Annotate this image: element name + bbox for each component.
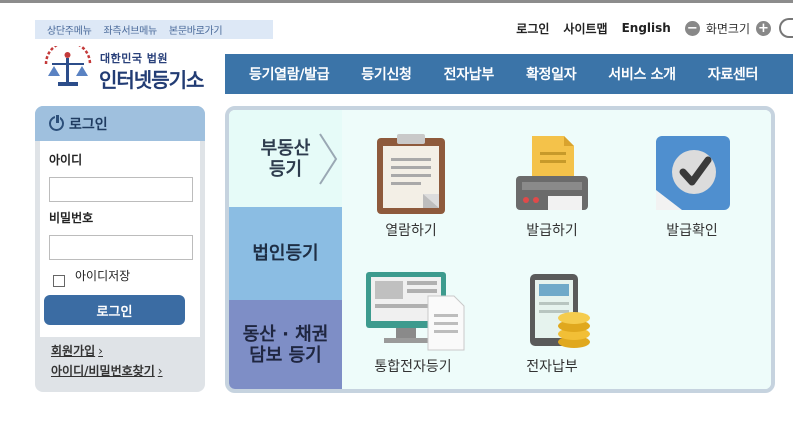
join-link[interactable]: 회원가입› (51, 342, 103, 359)
verify-check-icon (656, 136, 730, 210)
service-panel: 부동산 등기 법인등기 동산 · 채권 담보 등기 열람 (225, 106, 775, 393)
nav-item-service-intro[interactable]: 서비스 소개 (608, 67, 676, 83)
zoom-in-button[interactable]: + (756, 20, 771, 36)
password-input[interactable] (49, 235, 193, 260)
tablet-coins-icon (530, 274, 590, 348)
id-label: 아이디 (49, 153, 83, 167)
settings-icon[interactable] (779, 18, 793, 38)
logo-title: 인터넷등기소 (99, 68, 204, 92)
skip-link-left-menu[interactable]: 좌측서브메뉴 (103, 26, 158, 37)
zoom-label: 화면크기 (705, 21, 750, 36)
service-issue-label: 발급하기 (526, 223, 578, 239)
service-view[interactable]: 열람하기 (356, 132, 466, 240)
top-border (0, 0, 793, 3)
service-verify-label: 발급확인 (666, 223, 718, 239)
printer-icon (516, 136, 588, 210)
main-navigation: 등기열람/발급 등기신청 전자납부 확정일자 서비스 소개 자료센터 (225, 54, 793, 94)
service-panel-content: 부동산 등기 법인등기 동산 · 채권 담보 등기 열람 (229, 110, 771, 389)
tab-real-estate-label: 부동산 등기 (260, 137, 311, 180)
nav-item-registration[interactable]: 등기신청 (361, 67, 412, 83)
login-title: 로그인 (69, 116, 108, 133)
tab-movable[interactable]: 동산 · 채권 담보 등기 (229, 300, 342, 389)
service-issue[interactable]: 발급하기 (497, 132, 607, 240)
util-sitemap-link[interactable]: 사이트맵 (563, 21, 608, 36)
zoom-out-button[interactable]: − (684, 20, 700, 36)
chevron-right-icon (319, 133, 338, 185)
find-account-link-label: 아이디/비밀번호찾기 (51, 364, 155, 378)
service-payment-label: 전자납부 (526, 359, 578, 375)
skip-link-top-menu[interactable]: 상단주메뉴 (47, 26, 92, 37)
password-label: 비밀번호 (49, 211, 94, 225)
id-input[interactable] (49, 177, 193, 202)
nav-item-resource-center[interactable]: 자료센터 (707, 67, 759, 83)
save-id-label[interactable]: 아이디저장 (75, 269, 131, 283)
login-button[interactable]: 로그인 (44, 295, 185, 325)
site-logo[interactable]: 대한민국 법원 인터넷등기소 (40, 46, 215, 96)
service-view-label: 열람하기 (385, 223, 437, 239)
logo-subtitle: 대한민국 법원 (100, 52, 169, 65)
service-integrated[interactable]: 통합전자등기 (355, 270, 471, 376)
login-header: 로그인 (35, 106, 205, 141)
nav-item-e-payment[interactable]: 전자납부 (443, 67, 495, 83)
util-english-link[interactable]: English (621, 21, 671, 35)
service-verify[interactable]: 발급확인 (637, 132, 747, 240)
service-payment[interactable]: 전자납부 (497, 272, 607, 376)
nav-item-fixed-date[interactable]: 확정일자 (525, 67, 577, 83)
tab-real-estate[interactable]: 부동산 등기 (229, 110, 342, 207)
tab-corporate-label: 법인등기 (252, 243, 319, 264)
utility-bar: 로그인 사이트맵 English − 화면크기 + (516, 18, 793, 38)
util-login-link[interactable]: 로그인 (516, 21, 550, 36)
power-icon (49, 114, 64, 131)
find-account-link[interactable]: 아이디/비밀번호찾기› (51, 362, 163, 379)
skip-link-content[interactable]: 본문바로가기 (168, 26, 223, 37)
chevron-right-icon: › (98, 344, 103, 358)
clipboard-icon (377, 134, 445, 214)
login-box: 로그인 아이디 비밀번호 아이디저장 로그인 회원가입› 아이디/비밀번호찾기› (35, 106, 205, 392)
chevron-right-icon: › (157, 364, 163, 378)
monitor-document-icon (366, 272, 465, 351)
save-id-checkbox[interactable] (53, 275, 65, 287)
skip-navigation: 상단주메뉴 좌측서브메뉴 본문바로가기 (35, 20, 273, 39)
court-emblem-icon (44, 46, 92, 86)
nav-item-view-issue[interactable]: 등기열람/발급 (249, 67, 330, 83)
tab-corporate[interactable]: 법인등기 (229, 207, 342, 300)
join-link-label: 회원가입 (51, 344, 96, 358)
tab-movable-label: 동산 · 채권 담보 등기 (242, 323, 329, 366)
service-integrated-label: 통합전자등기 (374, 359, 452, 375)
